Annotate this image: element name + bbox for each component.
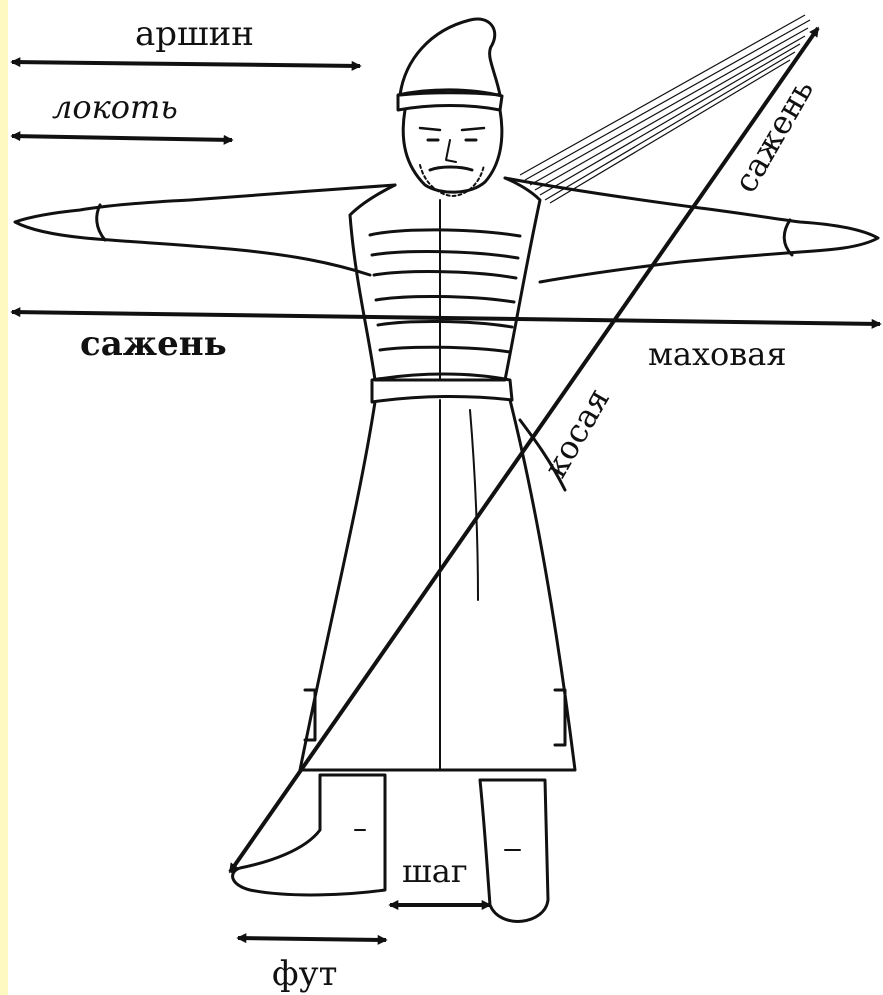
fut-arrow: [238, 938, 386, 940]
head: [403, 110, 502, 192]
lokot-label: локоть: [52, 88, 178, 126]
left-arm: [15, 185, 395, 275]
arshin-label: аршин: [135, 14, 254, 54]
shag-label: шаг: [402, 852, 468, 890]
sazhen-left-label: сажень: [80, 324, 227, 364]
coat: [350, 178, 540, 380]
arshin-arrow: [12, 62, 360, 66]
makhovaya-label: маховая: [648, 335, 787, 373]
belt: [372, 374, 512, 402]
lokot-arrow: [12, 136, 232, 140]
kosaya-sazhen-arrow: [230, 28, 818, 872]
hat: [400, 19, 500, 95]
kosaya-label: косая: [536, 381, 617, 484]
right-arm: [505, 178, 878, 282]
fut-label: фут: [272, 954, 337, 994]
